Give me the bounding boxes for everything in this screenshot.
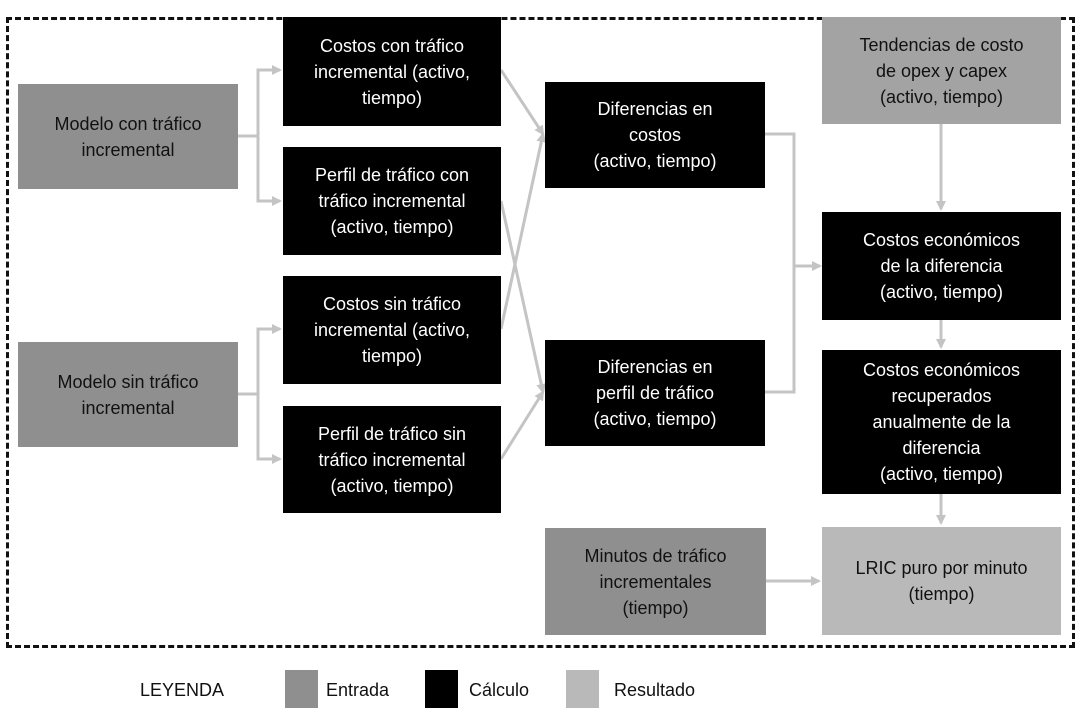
costos-economicos-box: Costos económicos de la diferencia (acti… [822,212,1061,320]
arrow-costos-con-dif-costos [499,69,545,136]
costos-con-trafico-label: Costos con tráfico incremental (activo, … [313,35,471,108]
modelo-sin-trafico-box: Modelo sin tráfico incremental [18,342,238,447]
arrow-perfil-sin-dif-perfil [499,390,545,460]
diferencias-costos-label: Diferencias en costos (activo, tiempo) [593,99,717,171]
costos-con-trafico-box: Costos con tráfico incremental (activo, … [283,17,501,126]
costos-sin-trafico-label: Costos sin tráfico incremental (activo, … [313,294,471,366]
legend-swatch-calculo [425,670,458,708]
costos-recuperados-box: Costos económicos recuperados anualmente… [822,350,1061,494]
costos-economicos-label: Costos económicos de la diferencia (acti… [862,230,1021,302]
diferencias-perfil-label: Diferencias en perfil de tráfico (activo… [593,357,717,429]
arrow-modelo-con-costos-con [238,65,282,138]
perfil-con-trafico-box: Perfil de tráfico con tráfico incrementa… [283,147,501,255]
perfil-sin-trafico-box: Perfil de tráfico sin tráfico incrementa… [283,406,501,513]
lric-puro-label: LRIC puro por minuto (tiempo) [855,558,1028,604]
arrow-dif-perfil-costos-econ [765,261,822,394]
perfil-sin-trafico-label: Perfil de tráfico sin tráfico incrementa… [317,423,467,496]
diagram-frame [6,17,1075,648]
arrow-perfil-con-dif-perfil [499,200,547,394]
tendencias-costo-box: Tendencias de costo de opex y capex (act… [822,17,1061,124]
costos-recuperados-label: Costos económicos recuperados anualmente… [862,360,1021,484]
modelo-con-trafico-label: Modelo con tráfico incremental [54,113,202,160]
minutos-trafico-box: Minutos de tráfico incrementales (tiempo… [545,528,766,635]
perfil-con-trafico-label: Perfil de tráfico con tráfico incrementa… [314,165,470,237]
tendencias-costo-label: Tendencias de costo de opex y capex (act… [859,34,1024,107]
legend-title: LEYENDA [140,680,225,700]
legend-label-resultado: Resultado [614,680,696,700]
lric-puro-box: LRIC puro por minuto (tiempo) [822,527,1061,635]
arrow-costos-sin-dif-costos [499,132,547,330]
legend-label-calculo: Cálculo [469,680,530,700]
arrow-modelo-sin-perfil-sin [256,394,282,464]
arrow-modelo-con-perfil-con [256,136,282,206]
minutos-trafico-label: Minutos de tráfico incrementales (tiempo… [584,545,727,618]
arrow-dif-costos-costos-econ [765,132,796,266]
modelo-sin-trafico-label: Modelo sin tráfico incremental [57,371,199,418]
arrow-modelo-sin-costos-sin [238,324,282,396]
legend-swatch-entrada [285,670,318,708]
diferencias-costos-box: Diferencias en costos (activo, tiempo) [545,82,765,188]
diferencias-perfil-box: Diferencias en perfil de tráfico (activo… [545,340,765,446]
legend-swatch-resultado [566,670,599,708]
costos-sin-trafico-box: Costos sin tráfico incremental (activo, … [283,276,501,384]
legend-label-entrada: Entrada [326,680,390,700]
modelo-con-trafico-box: Modelo con tráfico incremental [18,84,238,189]
